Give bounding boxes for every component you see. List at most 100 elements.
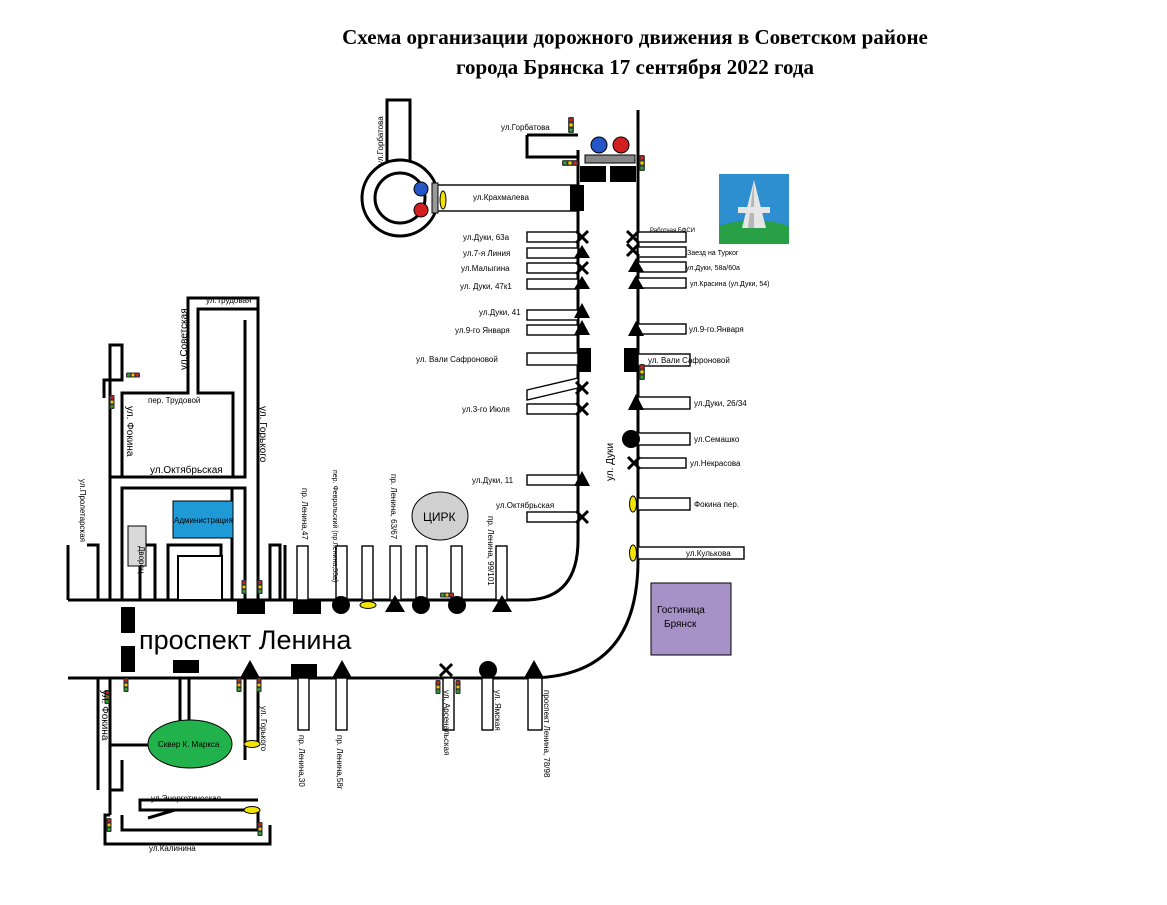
street-label: ул. Ямская xyxy=(493,690,502,731)
street-label: ул. Вали Сафроновой xyxy=(416,355,498,364)
traffic-light-icon xyxy=(126,372,140,378)
traffic-light-icon xyxy=(568,117,574,133)
street-label: ул.Трудовая xyxy=(206,296,251,305)
street-label: пр. Ленина,30 xyxy=(297,735,306,787)
round-sign-icon xyxy=(448,596,466,614)
traffic-light-icon xyxy=(639,155,645,171)
crosswalk-ellipse-icon xyxy=(243,740,261,748)
street-label: пр. Ленина, 99/101 xyxy=(486,516,495,586)
street-label: Работчая БФСИ xyxy=(650,228,695,234)
traffic-light-icon xyxy=(455,680,461,694)
crosswalk-ellipse-icon xyxy=(359,601,377,609)
traffic-light-icon xyxy=(257,580,263,594)
round-sign-icon xyxy=(479,661,497,679)
roundabout xyxy=(360,98,584,238)
street-label: ул. Дуки, 47к1 xyxy=(460,282,512,291)
street-label: ул. Горького xyxy=(259,706,268,752)
traffic-light-icon xyxy=(109,395,115,409)
triangle-sign-icon xyxy=(240,660,260,678)
round-sign-icon xyxy=(332,596,350,614)
crosswalk-ellipse-icon xyxy=(629,495,637,513)
street-label: ул. Горького xyxy=(257,406,268,463)
street-label: ул.Калинина xyxy=(149,844,196,853)
roundabout-sign-icon xyxy=(590,136,608,154)
triangle-sign-icon xyxy=(385,595,405,612)
traffic-light-icon xyxy=(236,678,242,692)
street-label: Заезд на Турког xyxy=(687,250,739,257)
triangle-sign-icon xyxy=(524,660,544,678)
lenina-lower-edge xyxy=(68,110,640,680)
round-sign-icon xyxy=(622,430,640,448)
admin-building xyxy=(172,500,234,539)
street-label: ул.Дуки, 63а xyxy=(463,233,510,242)
street-label: ул.7-я Линия xyxy=(463,249,510,258)
closed-cross-icon xyxy=(438,662,454,678)
street-label: ул.Крахмалева xyxy=(473,193,530,202)
duki-markers xyxy=(562,117,645,562)
traffic-light-icon xyxy=(256,678,262,692)
avenue-label: проспект Ленина xyxy=(139,625,352,655)
street-label: ул. Фокина xyxy=(99,690,110,741)
street-label: проспект Ленина, 78/98 xyxy=(542,690,551,778)
traffic-light-icon xyxy=(440,592,454,598)
street-label: ул.Дуки, 26/34 xyxy=(694,399,747,408)
map-title-line2: города Брянска 17 сентября 2022 года xyxy=(455,55,815,79)
duki-right-streets xyxy=(637,231,745,560)
school-building xyxy=(127,525,147,567)
no-entry-sign-icon xyxy=(413,202,429,218)
street-label: пр. Ленина, 63/67 xyxy=(389,474,398,540)
map-title: Схема организации дорожного движения в С… xyxy=(0,22,1167,82)
admin-label: Администрация xyxy=(174,516,233,525)
street-label: пер. Февральский (пр.Ленина,55а) xyxy=(331,470,339,582)
left-quarter xyxy=(66,296,287,602)
hotel-label-1: Гостиница xyxy=(657,605,705,616)
street-label: пер. Трудовой xyxy=(148,396,200,405)
circus-label: ЦИРК xyxy=(423,510,456,524)
street-label: ул.Горбатова xyxy=(376,116,385,165)
street-label: ул.Горбатова xyxy=(501,123,550,132)
city-emblem-icon xyxy=(719,174,789,244)
no-entry-sign-icon xyxy=(612,136,630,154)
hotel-label-2: Брянск xyxy=(664,619,697,630)
street-label: ул.Дуки, 41 xyxy=(479,308,521,317)
duki-left-streets xyxy=(526,231,579,523)
street-label: ул. Вали Сафроновой xyxy=(648,356,730,365)
triangle-sign-icon xyxy=(492,595,512,612)
street-label: ул. Арсенальская xyxy=(442,690,451,755)
street-label: ул. Дуки xyxy=(605,443,616,481)
hotel-building xyxy=(650,582,732,656)
street-label: Фокина пер. xyxy=(694,500,739,509)
street-label: ул.Некрасова xyxy=(690,459,741,468)
street-label: ул.Советская xyxy=(179,308,190,370)
school-label: Дворец xyxy=(137,546,146,574)
lenina-south-streets xyxy=(68,676,543,846)
closed-cross-icon xyxy=(574,229,642,525)
street-label: ул.Октябрьская xyxy=(150,464,223,476)
street-label: ул.3-го Июля xyxy=(462,405,510,414)
street-label: ул.Октябрьская xyxy=(496,501,554,510)
street-label: пр. Ленина,47 xyxy=(300,488,309,540)
roundabout-sign-icon xyxy=(413,181,429,197)
street-label: ул.9-го.Января xyxy=(689,325,744,334)
street-label: ул.Кулькова xyxy=(686,549,731,558)
street-label: ул.Красина (ул.Дуки, 54) xyxy=(690,281,769,288)
street-label: ул.Пролетарская xyxy=(78,479,87,542)
street-label: ул.Дуки, 11 xyxy=(472,476,514,485)
traffic-light-icon xyxy=(106,818,112,832)
street-label: пр. Ленина,58г xyxy=(335,735,344,790)
triangle-sign-icon xyxy=(574,245,644,486)
street-label: ул.Семашко xyxy=(694,435,740,444)
traffic-light-icon xyxy=(123,678,129,692)
crosswalk-ellipse-icon xyxy=(243,806,261,814)
park-label: Сквер К. Маркса xyxy=(158,740,220,749)
lenina-north-streets xyxy=(237,491,512,614)
street-label: ул. Фокина xyxy=(124,406,135,457)
round-sign-icon xyxy=(412,596,430,614)
park-area xyxy=(147,719,233,769)
circus-building xyxy=(411,491,469,541)
street-label: ул.Энергетическая xyxy=(151,794,221,803)
triangle-sign-icon xyxy=(332,660,352,678)
main-roads xyxy=(68,110,640,680)
traffic-light-icon xyxy=(241,580,247,594)
map-title-line1: Схема организации дорожного движения в С… xyxy=(342,25,928,49)
